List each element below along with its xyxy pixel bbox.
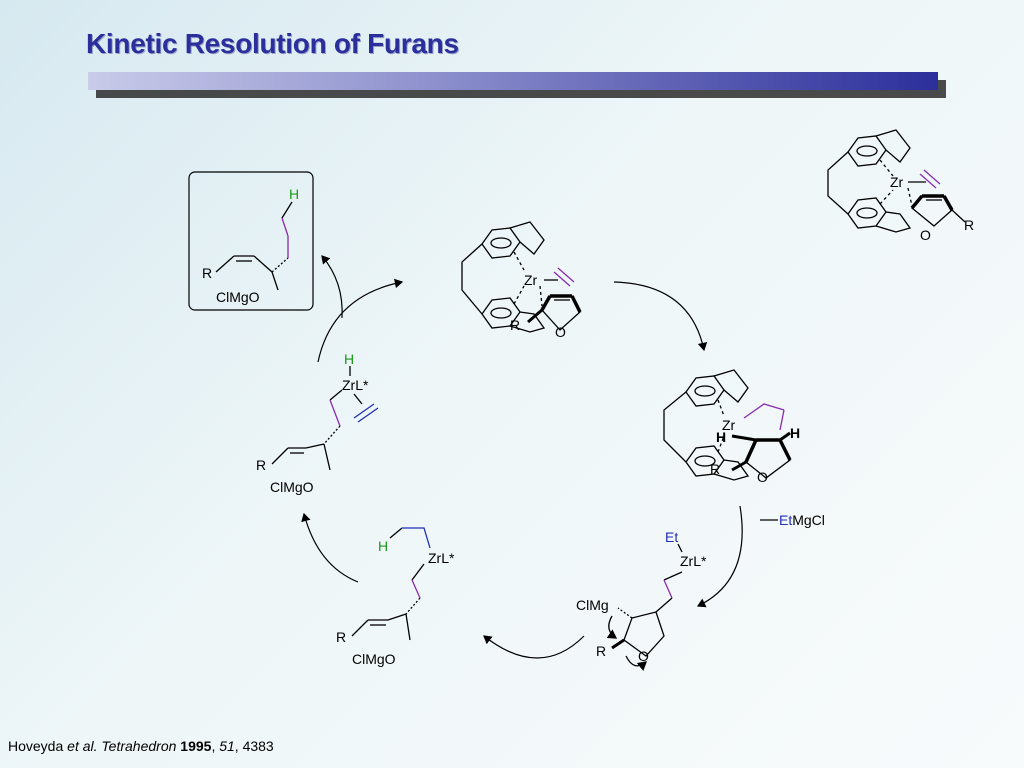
zirconacycle-intermediate (663, 369, 792, 481)
clmgo-label-bottomleft: ClMgO (352, 651, 396, 667)
h-label-left: H (344, 351, 354, 367)
zr-label-topright: Zr (890, 174, 904, 190)
h-label-right-1: H (716, 429, 726, 445)
o-label-topright: O (920, 227, 931, 243)
r-label-bottomright: R (596, 643, 606, 659)
citation-etal: et al. (67, 738, 98, 754)
citation-year: 1995 (180, 738, 212, 754)
reagent-mgcl: MgCl (792, 512, 825, 528)
alkylzirconium-tetrahydrofuran (606, 543, 683, 671)
citation-page: 4383 (242, 738, 274, 754)
o-label-bottomright: O (638, 648, 649, 664)
zrl-label-left: ZrL* (342, 377, 369, 393)
o-label-center: O (555, 324, 566, 340)
r-label-product: R (202, 265, 212, 281)
citation: Hoveyda et al. Tetrahedron 1995, 51, 438… (8, 738, 274, 754)
r-label-left: R (256, 457, 266, 473)
r-label-center: R (510, 317, 520, 333)
reagent-et: Et (779, 512, 792, 528)
et-label: Et (665, 529, 678, 545)
catalyst-furan-complex-topright (827, 129, 966, 233)
o-label-right: O (757, 469, 768, 485)
slide-title: Kinetic Resolution of Furans (86, 28, 459, 59)
catalyst-furan-complex-center (461, 221, 582, 333)
r-label-right: R (710, 461, 720, 477)
r-label-topright: R (964, 217, 974, 233)
title-bar (88, 72, 938, 90)
zrl-label-bottomright: ZrL* (680, 553, 707, 569)
cycle-arrows (301, 255, 778, 659)
ethyl-zirconium-intermediate (351, 527, 431, 641)
citation-journal: Tetrahedron (101, 738, 177, 754)
citation-authors: Hoveyda (8, 738, 64, 754)
zirconium-hydride-intermediate (271, 366, 379, 471)
h-label-right-2: H (790, 425, 800, 441)
clmgo-label-product: ClMgO (216, 289, 260, 305)
r-label-bottomleft: R (336, 629, 346, 645)
h-label-product: H (289, 186, 299, 202)
product-box (188, 171, 314, 311)
reagent-label: EtMgCl (779, 512, 825, 528)
zr-label-right: Zr (722, 417, 736, 433)
h-label-bottomleft: H (378, 538, 388, 554)
citation-volume: 51 (219, 738, 235, 754)
zr-label-center: Zr (524, 272, 538, 288)
zrl-label-bottomleft: ZrL* (428, 550, 455, 566)
clmg-label: ClMg (576, 597, 609, 613)
product-structure (215, 201, 293, 291)
clmgo-label-left: ClMgO (270, 479, 314, 495)
